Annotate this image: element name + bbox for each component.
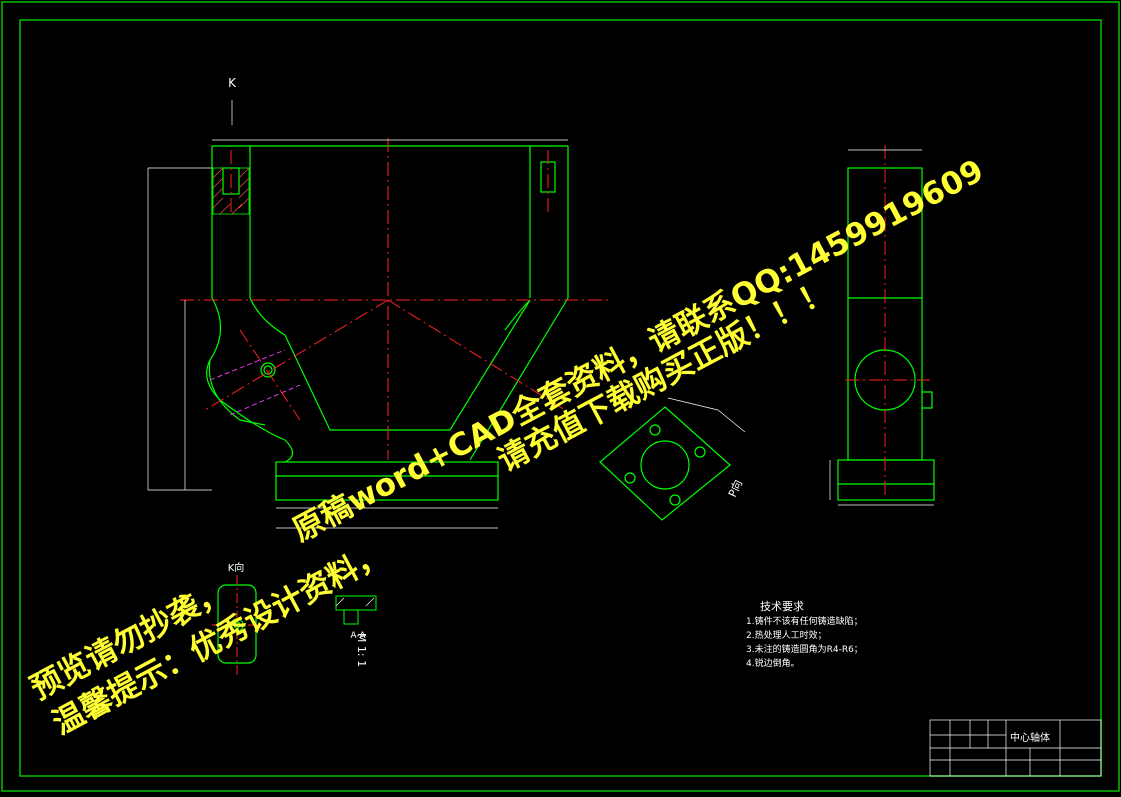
tech-item: 4.锐边倒角。 [746, 657, 800, 669]
scale-label: M 1: 1 [355, 633, 368, 667]
tech-item: 3.未注的铸造圆角为R4-R6； [746, 643, 863, 655]
k-view-center [212, 575, 262, 675]
drawing-title: 中心轴体 [1010, 731, 1050, 744]
front-view [206, 145, 569, 501]
section-aa-hatch [335, 597, 375, 607]
view-label-k-view: K向 [228, 561, 245, 574]
watermark-line-2: 请充值下载购买正版！！！ [492, 273, 837, 479]
tech-item: 2.热处理人工时效； [746, 629, 827, 641]
section-aa-label: A-A [350, 631, 366, 641]
inner-border [19, 19, 1102, 777]
p-view-flange [599, 406, 731, 521]
center-lines-front [180, 138, 612, 460]
view-label-p: P向 [725, 477, 745, 499]
dimensions-side [829, 149, 934, 506]
center-lines-side [845, 145, 930, 495]
watermark-line-1: 原稿word+CAD全套资料，请联系QQ:1459919609 [287, 153, 990, 549]
tech-heading: 技术要求 [760, 600, 804, 613]
hidden-lines [209, 349, 301, 416]
section-aa [335, 595, 377, 625]
tech-requirements: 技术要求 1.铸件不该有任何铸造缺陷； 2.热处理人工时效； 3.未注的铸造圆角… [746, 600, 863, 669]
title-block [929, 719, 1102, 777]
tech-item: 1.铸件不该有任何铸造缺陷； [746, 615, 863, 627]
p-view-dims [667, 397, 746, 433]
view-label-k: K [228, 76, 237, 90]
dimensions-front [147, 100, 568, 529]
